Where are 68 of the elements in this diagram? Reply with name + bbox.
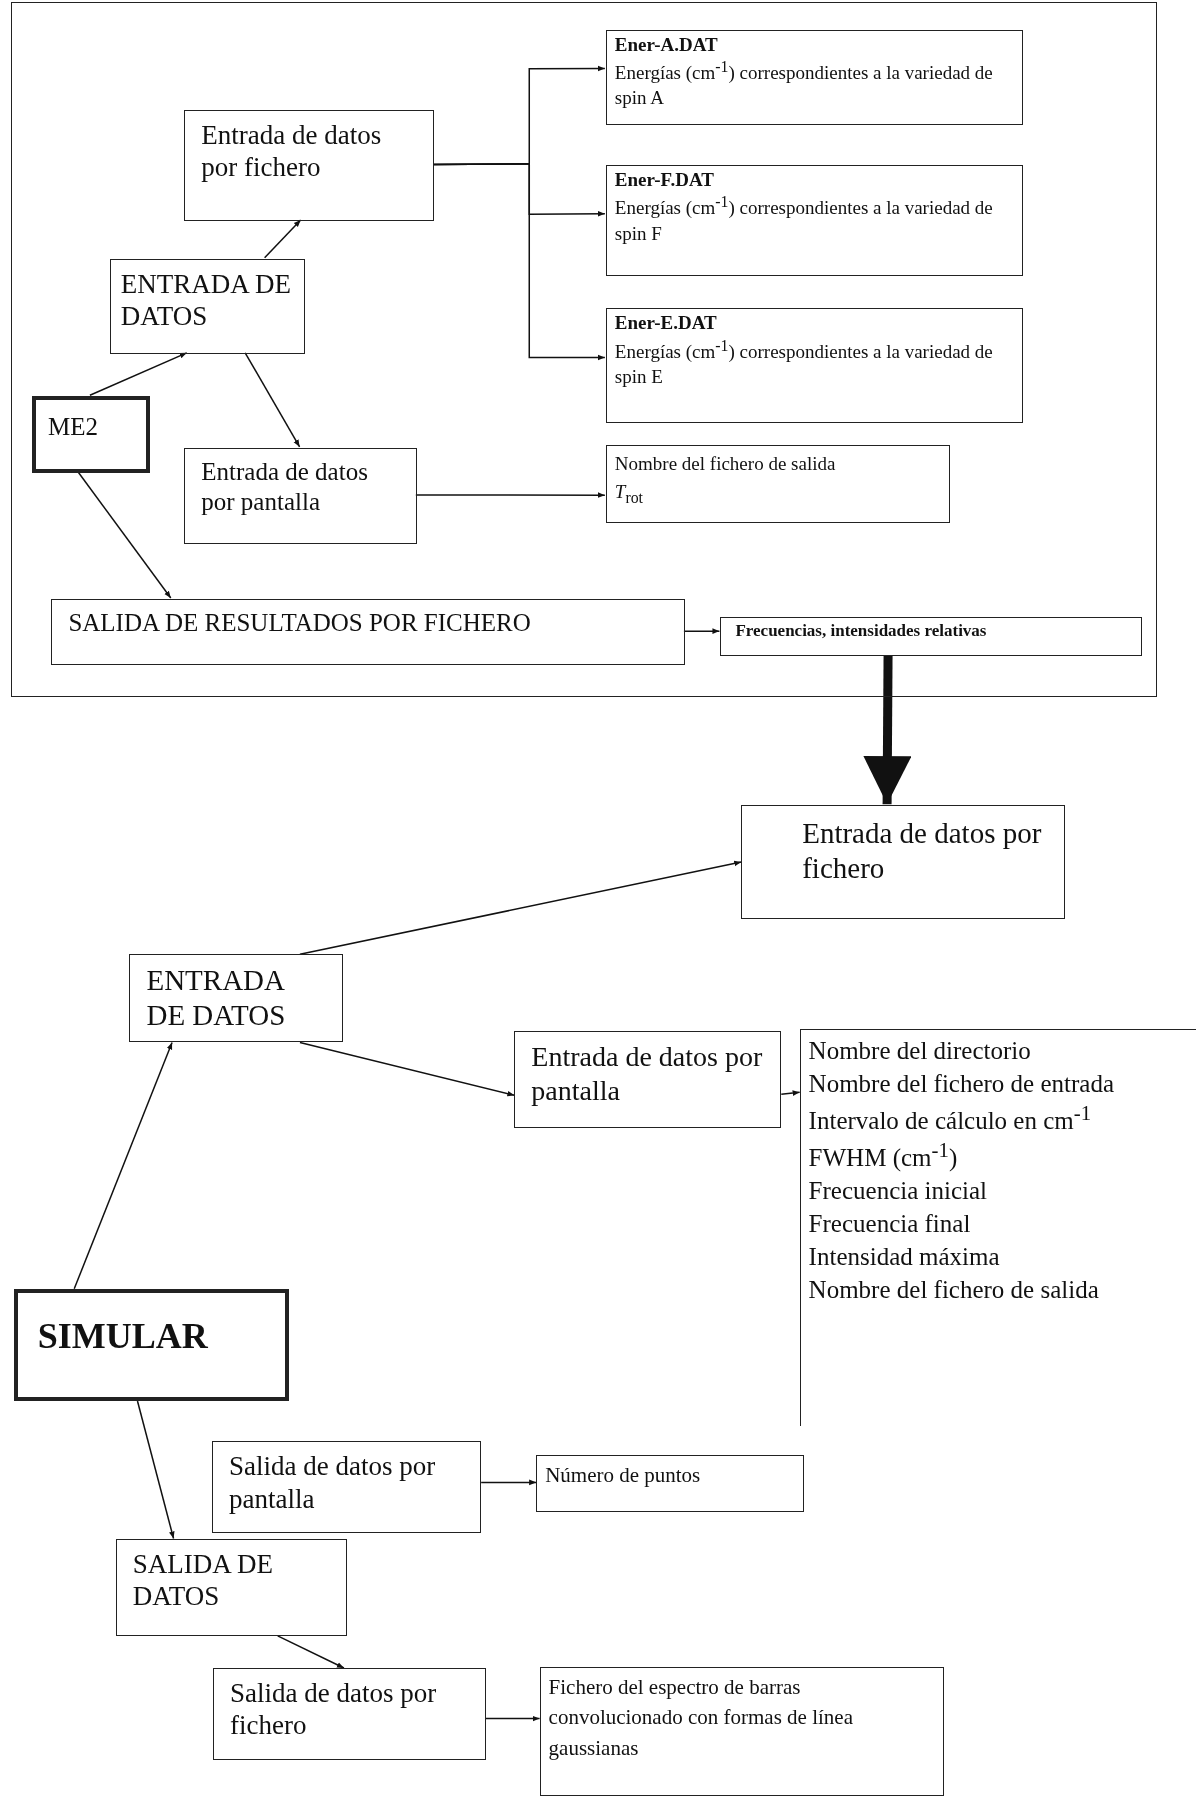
file-name: Ener-F.DAT bbox=[614, 167, 715, 192]
process-box bbox=[539, 1666, 944, 1797]
node-text: Entrada de datos por fichero bbox=[802, 816, 1043, 886]
node-text: Intensidad máxima bbox=[808, 1242, 1001, 1273]
node-text: SALIDA DE DATOS bbox=[132, 1547, 274, 1613]
process-box bbox=[51, 599, 685, 666]
process-box bbox=[536, 1454, 805, 1513]
file-name: Ener-E.DAT bbox=[614, 311, 718, 335]
process-box bbox=[514, 1031, 782, 1129]
process-box bbox=[115, 1538, 348, 1636]
arrow bbox=[244, 352, 301, 448]
process-box bbox=[605, 445, 950, 524]
program-box bbox=[31, 396, 150, 473]
node-text: T$_{rot}$ bbox=[614, 480, 645, 508]
process-box bbox=[184, 109, 434, 221]
node-text: SIMULAR bbox=[37, 1314, 209, 1358]
node-text: Nombre del fichero de salida bbox=[614, 452, 837, 477]
process-box bbox=[184, 447, 417, 544]
node-text: Entrada de datos por fichero bbox=[201, 118, 383, 184]
parameter-list-box bbox=[799, 1028, 1196, 1427]
process-box bbox=[109, 258, 305, 354]
node-text: ENTRADA DE DATOS bbox=[146, 963, 287, 1033]
process-box bbox=[741, 805, 1066, 919]
thick-arrow bbox=[863, 655, 912, 805]
arrow bbox=[780, 1090, 801, 1096]
node-text: Entrada de datos por pantalla bbox=[531, 1040, 764, 1108]
file-box bbox=[605, 308, 1023, 423]
arrow bbox=[77, 471, 172, 599]
arrow bbox=[263, 219, 302, 259]
node-text: Intervalo de cálculo en cm$^{-1}$ bbox=[808, 1099, 1093, 1137]
node-text: Número de puntos bbox=[545, 1461, 702, 1489]
node-text: Nombre del directorio bbox=[808, 1035, 1032, 1066]
arrow bbox=[136, 1400, 175, 1540]
output-box bbox=[720, 617, 1142, 657]
group-frame bbox=[11, 2, 1158, 697]
node-text: Salida de datos por fichero bbox=[230, 1677, 438, 1742]
program-box bbox=[13, 1288, 289, 1402]
node-text: FWHM (cm$^{-1}$) bbox=[808, 1137, 959, 1174]
node-text: Frecuencias, intensidades relativas bbox=[735, 621, 988, 642]
node-text: Fichero del espectro de barras convolucionado con formas de línea gaussianas bbox=[548, 1673, 854, 1762]
node-text: ME2 bbox=[47, 412, 99, 443]
arrow bbox=[480, 1479, 537, 1486]
arrow bbox=[276, 1635, 345, 1669]
file-box bbox=[605, 29, 1023, 125]
process-box bbox=[211, 1441, 482, 1533]
arrow bbox=[299, 860, 742, 956]
arrow bbox=[432, 163, 606, 361]
arrow bbox=[89, 352, 188, 396]
file-box bbox=[605, 164, 1023, 276]
node-text: Frecuencia inicial bbox=[808, 1176, 988, 1207]
node-text: Frecuencia final bbox=[808, 1209, 972, 1240]
node-text: SALIDA DE RESULTADOS POR FICHERO bbox=[68, 608, 532, 638]
file-name: Ener-A.DAT bbox=[614, 32, 719, 57]
node-text: Energías (cm$^{-1}$) correspondientes a la variedad de spin F bbox=[614, 192, 994, 246]
arrow bbox=[485, 1715, 541, 1722]
process-box bbox=[213, 1668, 486, 1760]
arrow bbox=[683, 628, 721, 634]
arrow bbox=[73, 1041, 173, 1290]
node-text: Energías (cm$^{-1}$) correspondientes a la variedad de spin A bbox=[614, 57, 994, 111]
node-text: Energías (cm$^{-1}$) correspondientes a la variedad de spin E bbox=[614, 335, 994, 389]
node-text: ENTRADA DE DATOS bbox=[120, 267, 293, 333]
arrow bbox=[415, 492, 606, 498]
process-box bbox=[129, 954, 343, 1043]
arrow bbox=[299, 1041, 516, 1097]
node-text: Nombre del fichero de salida bbox=[808, 1275, 1100, 1306]
node-text: Salida de datos por pantalla bbox=[228, 1450, 437, 1515]
node-text: Entrada de datos por pantalla bbox=[201, 456, 369, 517]
node-text: Nombre del fichero de entrada bbox=[808, 1068, 1116, 1099]
